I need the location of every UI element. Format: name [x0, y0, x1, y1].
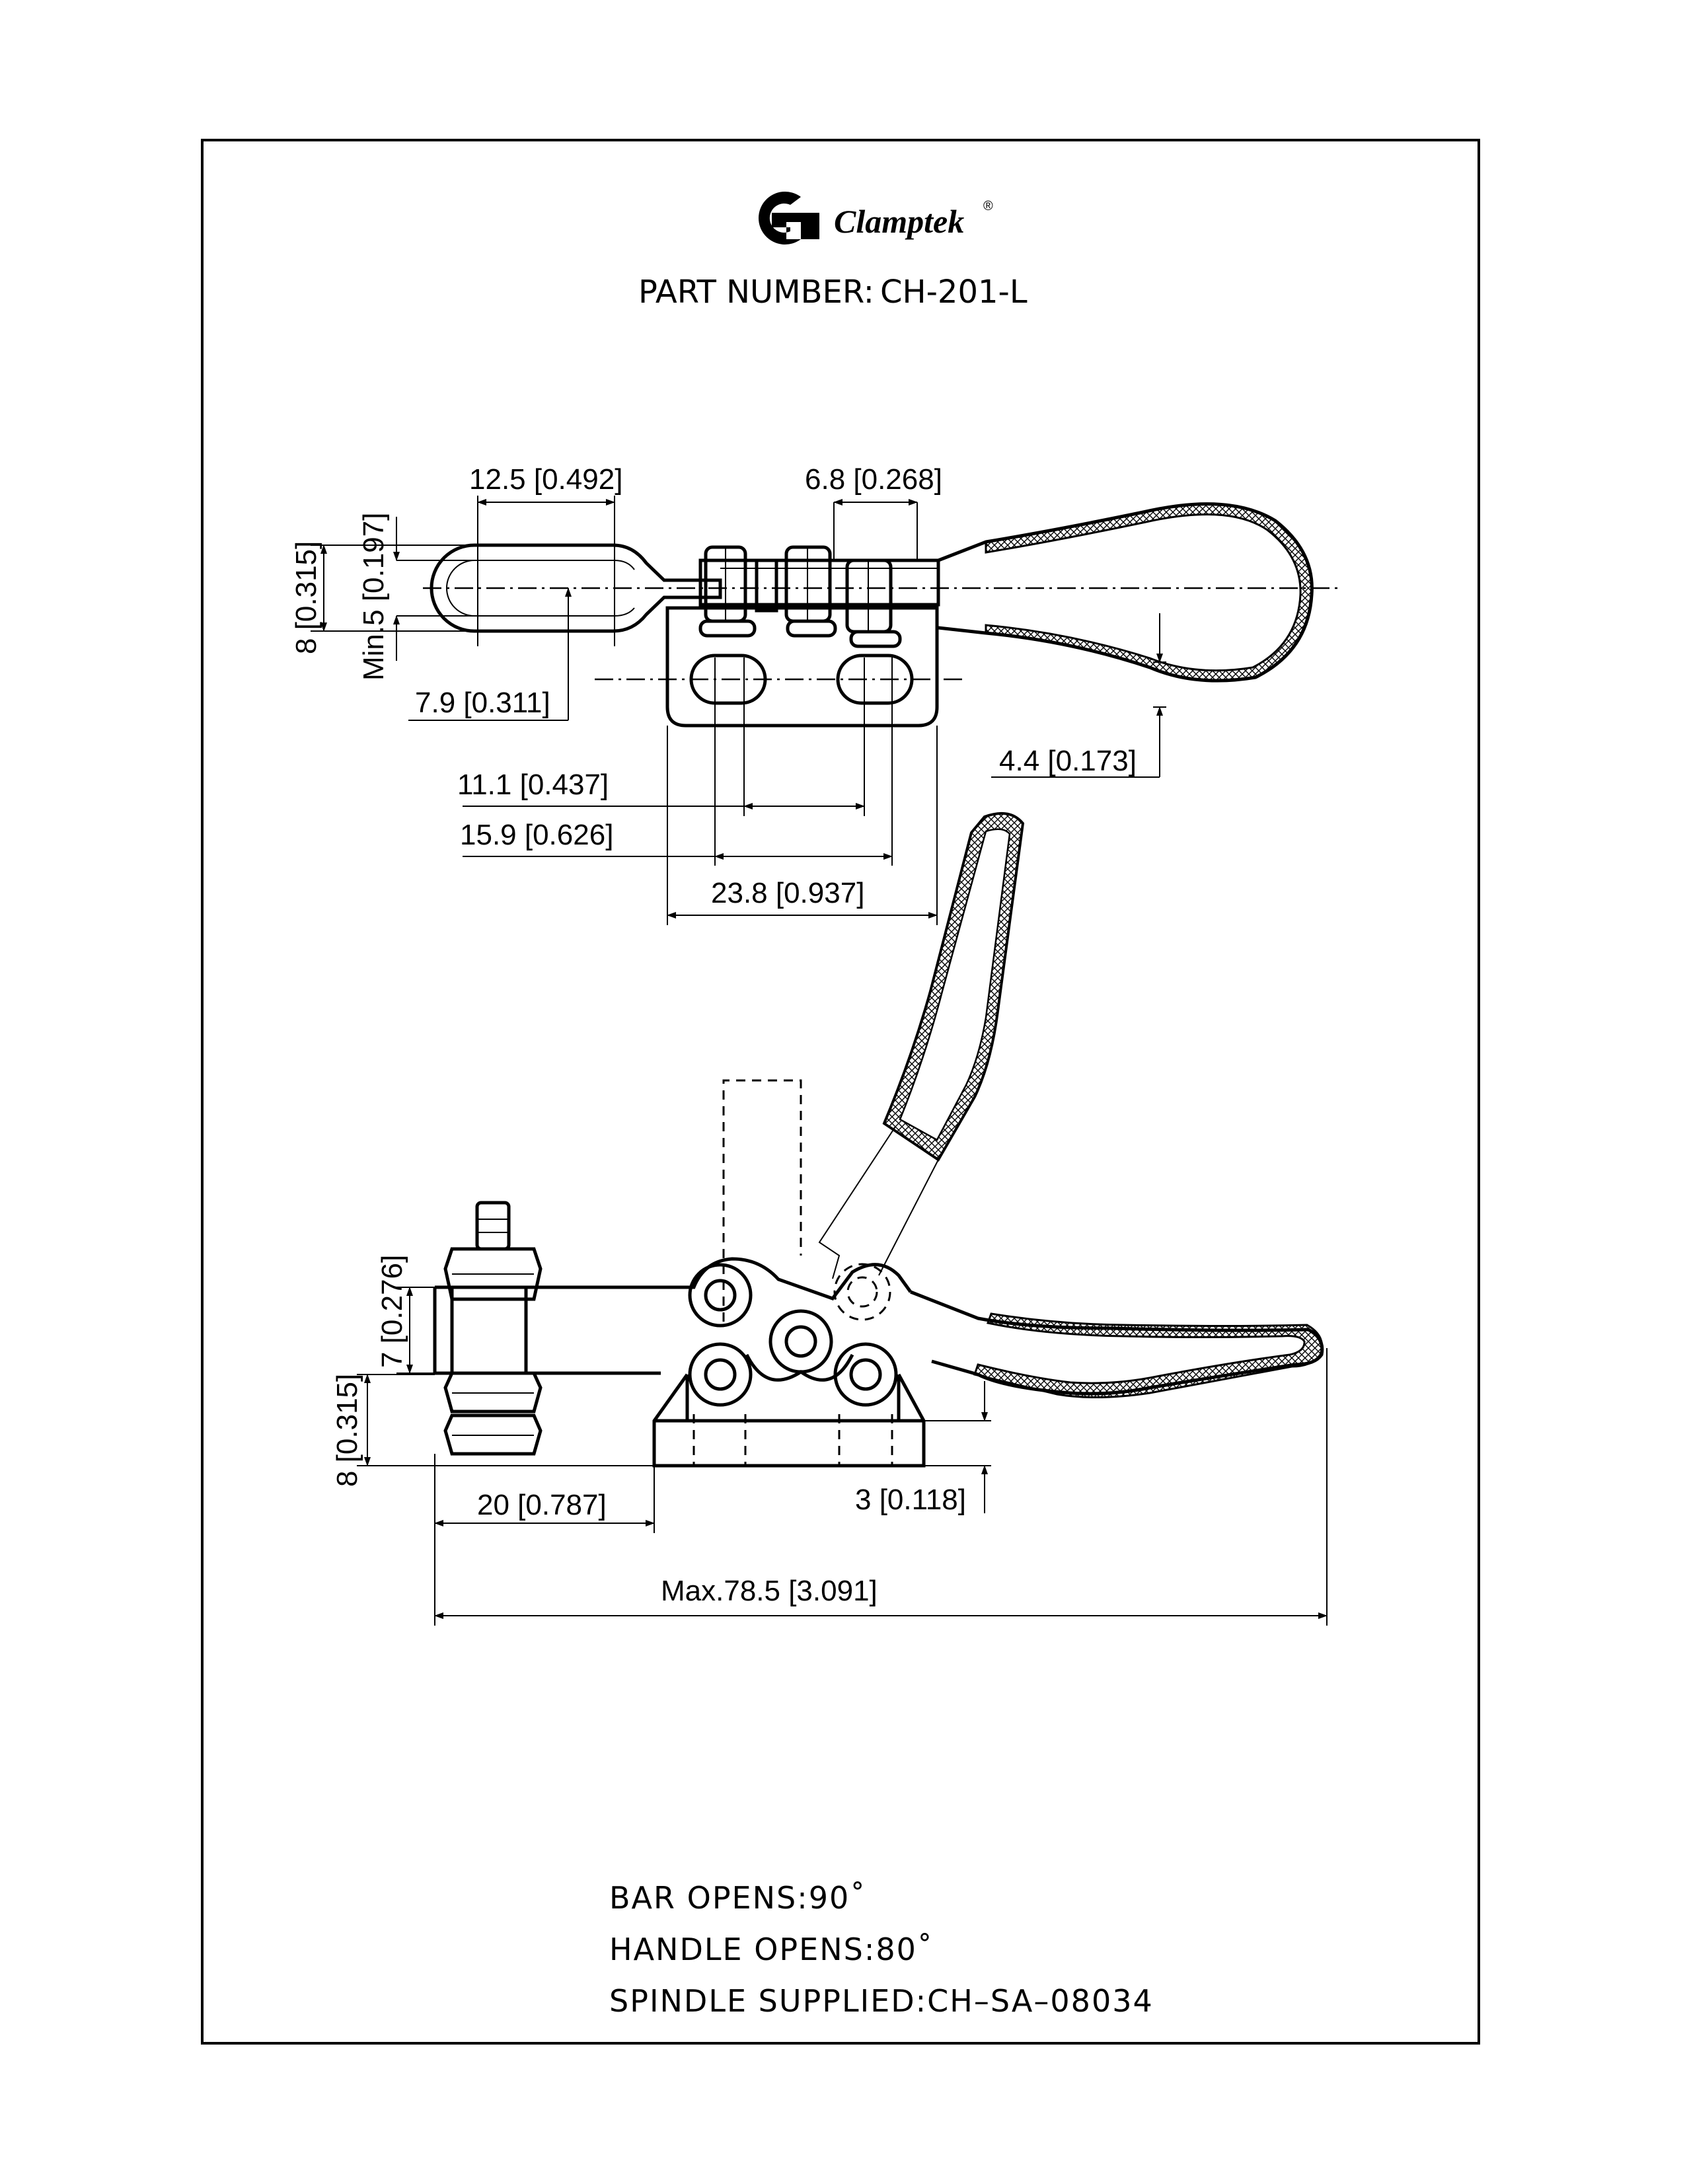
dim-4-4: 4.4 [0.173] [999, 745, 1137, 777]
border-frame [201, 139, 1480, 2045]
dim-12-5: 12.5 [0.492] [469, 463, 622, 496]
dim-20: 20 [0.787] [477, 1489, 607, 1521]
top-view [311, 496, 1341, 925]
dim-8-top: 8 [0.315] [290, 541, 322, 654]
dim-23-8: 23.8 [0.937] [711, 877, 864, 909]
note-spindle: SPINDLE SUPPLIED:CH–SA–08034 [609, 1983, 1154, 2019]
part-number-value: CH-201-L [880, 274, 1028, 311]
note-bar-opens: BAR OPENS:90˚ [609, 1880, 866, 1916]
dim-6-8: 6.8 [0.268] [805, 463, 942, 496]
dim-max-length: Max.78.5 [3.091] [661, 1575, 878, 1607]
dim-15-9: 15.9 [0.626] [460, 819, 613, 851]
side-view [357, 811, 1328, 1626]
dim-7: 7 [0.276] [376, 1255, 408, 1368]
dim-min5: Min.5 [0.197] [357, 513, 390, 681]
dim-3: 3 [0.118] [855, 1484, 966, 1516]
dim-11-1: 11.1 [0.437] [457, 769, 609, 801]
note-handle-opens: HANDLE OPENS:80˚ [609, 1932, 934, 1967]
dim-8-side: 8 [0.315] [331, 1374, 363, 1487]
clamptek-logo [759, 192, 819, 245]
brand-name: Clamptek [834, 203, 964, 240]
registered-mark: ® [983, 199, 993, 213]
dim-7-9: 7.9 [0.311] [415, 687, 550, 719]
part-number-label: PART NUMBER: [638, 274, 874, 311]
